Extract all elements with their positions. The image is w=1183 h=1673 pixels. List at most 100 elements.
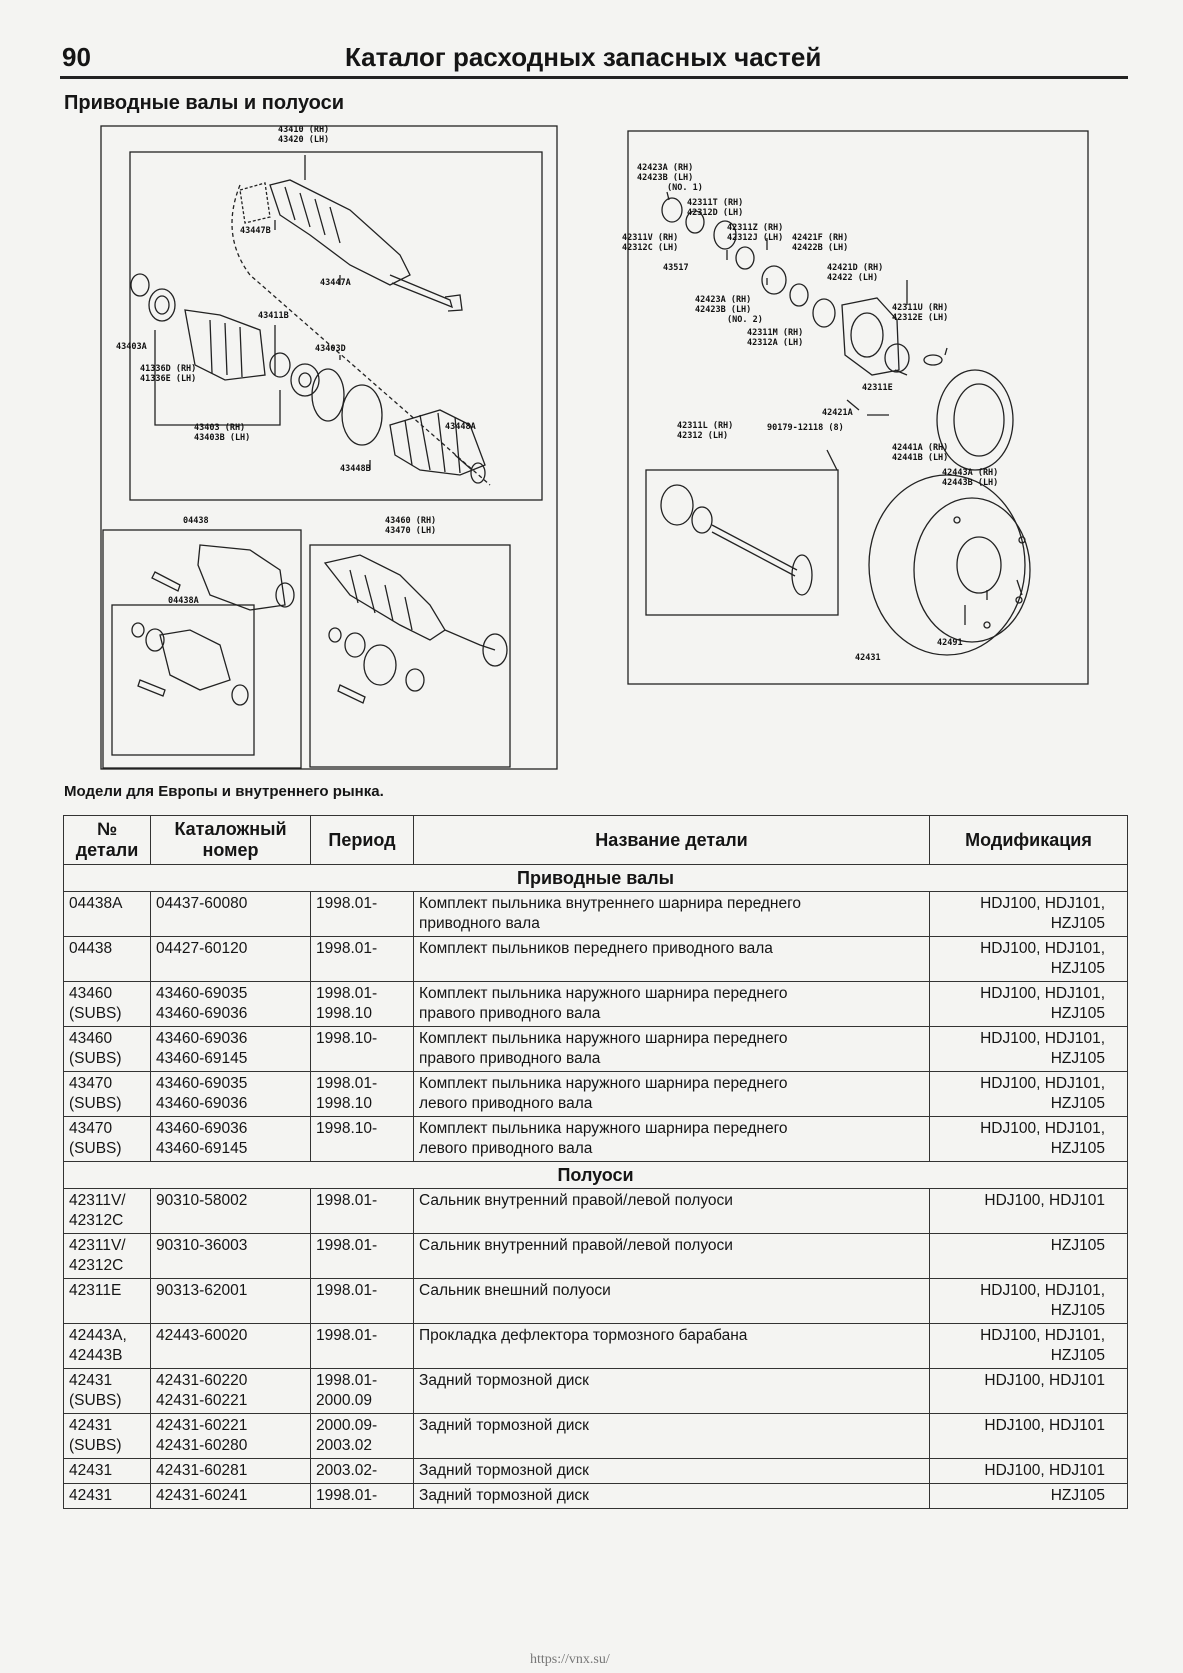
part-name-cell: Сальник внутренний правой/левой полуоси: [413, 1233, 930, 1279]
svg-text:42441A (RH): 42441A (RH): [892, 443, 948, 453]
svg-text:43411B: 43411B: [258, 311, 289, 321]
modification-cell: HDJ100, HDJ101: [929, 1368, 1128, 1414]
inner-boot-kit-frame: [102, 529, 302, 769]
modification-cell: HDJ100, HDJ101: [929, 1458, 1128, 1484]
part-number-cell: 43460(SUBS): [63, 981, 151, 1027]
column-header-part-name: Название детали: [413, 815, 930, 865]
part-name-cell: Сальник внешний полуоси: [413, 1278, 930, 1324]
svg-text:43448A: 43448A: [445, 422, 476, 432]
modification-cell: HZJ105: [929, 1483, 1128, 1509]
part-number-cell: 04438A: [63, 891, 151, 937]
period-cell: 1998.10-: [310, 1116, 414, 1162]
svg-text:90179-12118 (8): 90179-12118 (8): [767, 423, 844, 433]
part-number-cell: 42311V/42312C: [63, 1188, 151, 1234]
part-number-cell: 42443A,42443B: [63, 1323, 151, 1369]
part-number-cell: 42431(SUBS): [63, 1413, 151, 1459]
svg-text:42422 (LH): 42422 (LH): [827, 273, 878, 283]
part-name-cell: Комплект пыльника наружного шарнира пере…: [413, 1026, 930, 1072]
period-cell: 1998.01-: [310, 1188, 414, 1234]
svg-text:43517: 43517: [663, 263, 689, 273]
part-number-cell: 42431: [63, 1483, 151, 1509]
svg-text:(NO. 2): (NO. 2): [727, 315, 763, 325]
drive-shaft-diagram: 43410 (RH) 43420 (LH) 43447B 43447A 4341…: [100, 125, 558, 770]
svg-text:42311Z (RH): 42311Z (RH): [727, 223, 783, 233]
column-header-period: Период: [310, 815, 414, 865]
svg-text:42311T (RH): 42311T (RH): [687, 198, 743, 208]
diagram-frame: [100, 125, 558, 770]
svg-text:42311E: 42311E: [862, 383, 893, 393]
svg-text:42311M (RH): 42311M (RH): [747, 328, 803, 338]
group-header-row: Приводные валы: [63, 864, 1128, 892]
part-name-cell: Задний тормозной диск: [413, 1483, 930, 1509]
modification-cell: HDJ100, HDJ101: [929, 1188, 1128, 1234]
svg-text:04438: 04438: [183, 516, 209, 526]
part-name-cell: Задний тормозной диск: [413, 1368, 930, 1414]
catalog-number-cell: 04427-60120: [150, 936, 311, 982]
part-number-cell: 04438: [63, 936, 151, 982]
part-name-cell: Задний тормозной диск: [413, 1458, 930, 1484]
svg-text:42441B (LH): 42441B (LH): [892, 453, 948, 463]
part-number-cell: 42311V/42312C: [63, 1233, 151, 1279]
models-note: Модели для Европы и внутреннего рынка.: [64, 783, 384, 800]
group-title: Приводные валы: [63, 864, 1128, 892]
modification-cell: HZJ105: [929, 1233, 1128, 1279]
modification-cell: HDJ100, HDJ101,HZJ105: [929, 891, 1128, 937]
period-cell: 1998.01-2000.09: [310, 1368, 414, 1414]
section-title: Приводные валы и полуоси: [64, 92, 344, 114]
svg-text:43403B (LH): 43403B (LH): [194, 433, 250, 443]
svg-text:42423A (RH): 42423A (RH): [637, 163, 693, 173]
period-cell: 1998.01-: [310, 1323, 414, 1369]
svg-text:42311U (RH): 42311U (RH): [892, 303, 948, 313]
svg-text:42312J (LH): 42312J (LH): [727, 233, 783, 243]
part-number-cell: 43470(SUBS): [63, 1116, 151, 1162]
footer-url: https://vnx.su/: [530, 1652, 610, 1667]
column-header-modification: Модификация: [929, 815, 1128, 865]
catalog-number-cell: 90310-58002: [150, 1188, 311, 1234]
period-cell: 2000.09-2003.02: [310, 1413, 414, 1459]
svg-text:41336E (LH): 41336E (LH): [140, 374, 196, 384]
modification-cell: HDJ100, HDJ101,HZJ105: [929, 1116, 1128, 1162]
header-divider: [60, 76, 1128, 79]
svg-text:43460 (RH): 43460 (RH): [385, 516, 436, 526]
modification-cell: HDJ100, HDJ101,HZJ105: [929, 1323, 1128, 1369]
catalog-number-cell: 42431-60241: [150, 1483, 311, 1509]
axle-shaft-diagram: 42423A (RH) 42423B (LH) (NO. 1) 42311T (…: [622, 130, 1089, 685]
svg-text:43447B: 43447B: [240, 226, 271, 236]
svg-text:42491: 42491: [937, 638, 963, 648]
svg-text:43403A: 43403A: [116, 342, 147, 352]
svg-text:42431: 42431: [855, 653, 881, 663]
part-number-cell: 42311E: [63, 1278, 151, 1324]
svg-text:42312A (LH): 42312A (LH): [747, 338, 803, 348]
period-cell: 2003.02-: [310, 1458, 414, 1484]
svg-text:42422B (LH): 42422B (LH): [792, 243, 848, 253]
page-number: 90: [62, 42, 91, 72]
group-header-row: Полуоси: [63, 1161, 1128, 1189]
part-number-cell: 42431(SUBS): [63, 1368, 151, 1414]
part-name-cell: Сальник внутренний правой/левой полуоси: [413, 1188, 930, 1234]
svg-text:42443A (RH): 42443A (RH): [942, 468, 998, 478]
catalog-number-cell: 42431-60281: [150, 1458, 311, 1484]
period-cell: 1998.01-: [310, 1483, 414, 1509]
svg-text:42423A (RH): 42423A (RH): [695, 295, 751, 305]
part-number-cell: 42431: [63, 1458, 151, 1484]
modification-cell: HDJ100, HDJ101,HZJ105: [929, 936, 1128, 982]
